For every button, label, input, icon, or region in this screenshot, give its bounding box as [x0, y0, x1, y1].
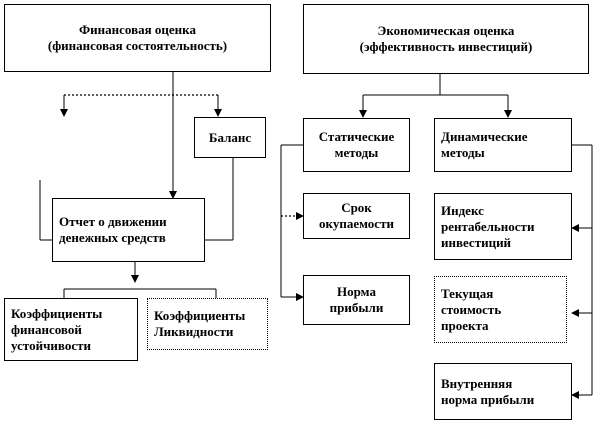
static-methods-box: Статические методы	[303, 118, 410, 172]
coef-liquidity-label: Коэффициенты Ликвидности	[154, 308, 246, 339]
coef-stability-label: Коэффициенты финансовой устойчивости	[11, 305, 103, 353]
coef-stability-box: Коэффициенты финансовой устойчивости	[4, 298, 138, 361]
payback-period-box: Срок окупаемости	[303, 193, 410, 239]
cashflow-report-label: Отчет о движении денежных средств	[59, 214, 167, 245]
financial-assessment-title: Финансовая оценка (финансовая состоятель…	[47, 22, 228, 53]
static-methods-label: Статические методы	[318, 129, 395, 160]
profitability-index-box: Индекс рентабельности инвестиций	[434, 193, 572, 260]
coef-liquidity-box: Коэффициенты Ликвидности	[147, 298, 268, 350]
balance-box: Баланс	[194, 117, 266, 158]
profit-rate-label: Норма прибыли	[329, 284, 384, 315]
present-value-label: Текущая стоимость проекта	[441, 285, 502, 333]
cashflow-report-box: Отчет о движении денежных средств	[52, 198, 205, 262]
economic-assessment-box: Экономическая оценка (эффективность инве…	[303, 4, 589, 74]
balance-label: Баланс	[208, 129, 252, 145]
dynamic-methods-label: Динамические методы	[441, 129, 528, 160]
profit-rate-box: Норма прибыли	[303, 275, 410, 325]
profitability-index-label: Индекс рентабельности инвестиций	[441, 202, 535, 250]
economic-assessment-title: Экономическая оценка (эффективность инве…	[359, 23, 533, 54]
payback-period-label: Срок окупаемости	[319, 200, 394, 231]
financial-assessment-box: Финансовая оценка (финансовая состоятель…	[4, 4, 271, 72]
irr-box: Внутренняя норма прибыли	[434, 363, 572, 420]
present-value-box: Текущая стоимость проекта	[434, 276, 567, 343]
irr-label: Внутренняя норма прибыли	[441, 375, 535, 407]
dynamic-methods-box: Динамические методы	[434, 118, 572, 172]
